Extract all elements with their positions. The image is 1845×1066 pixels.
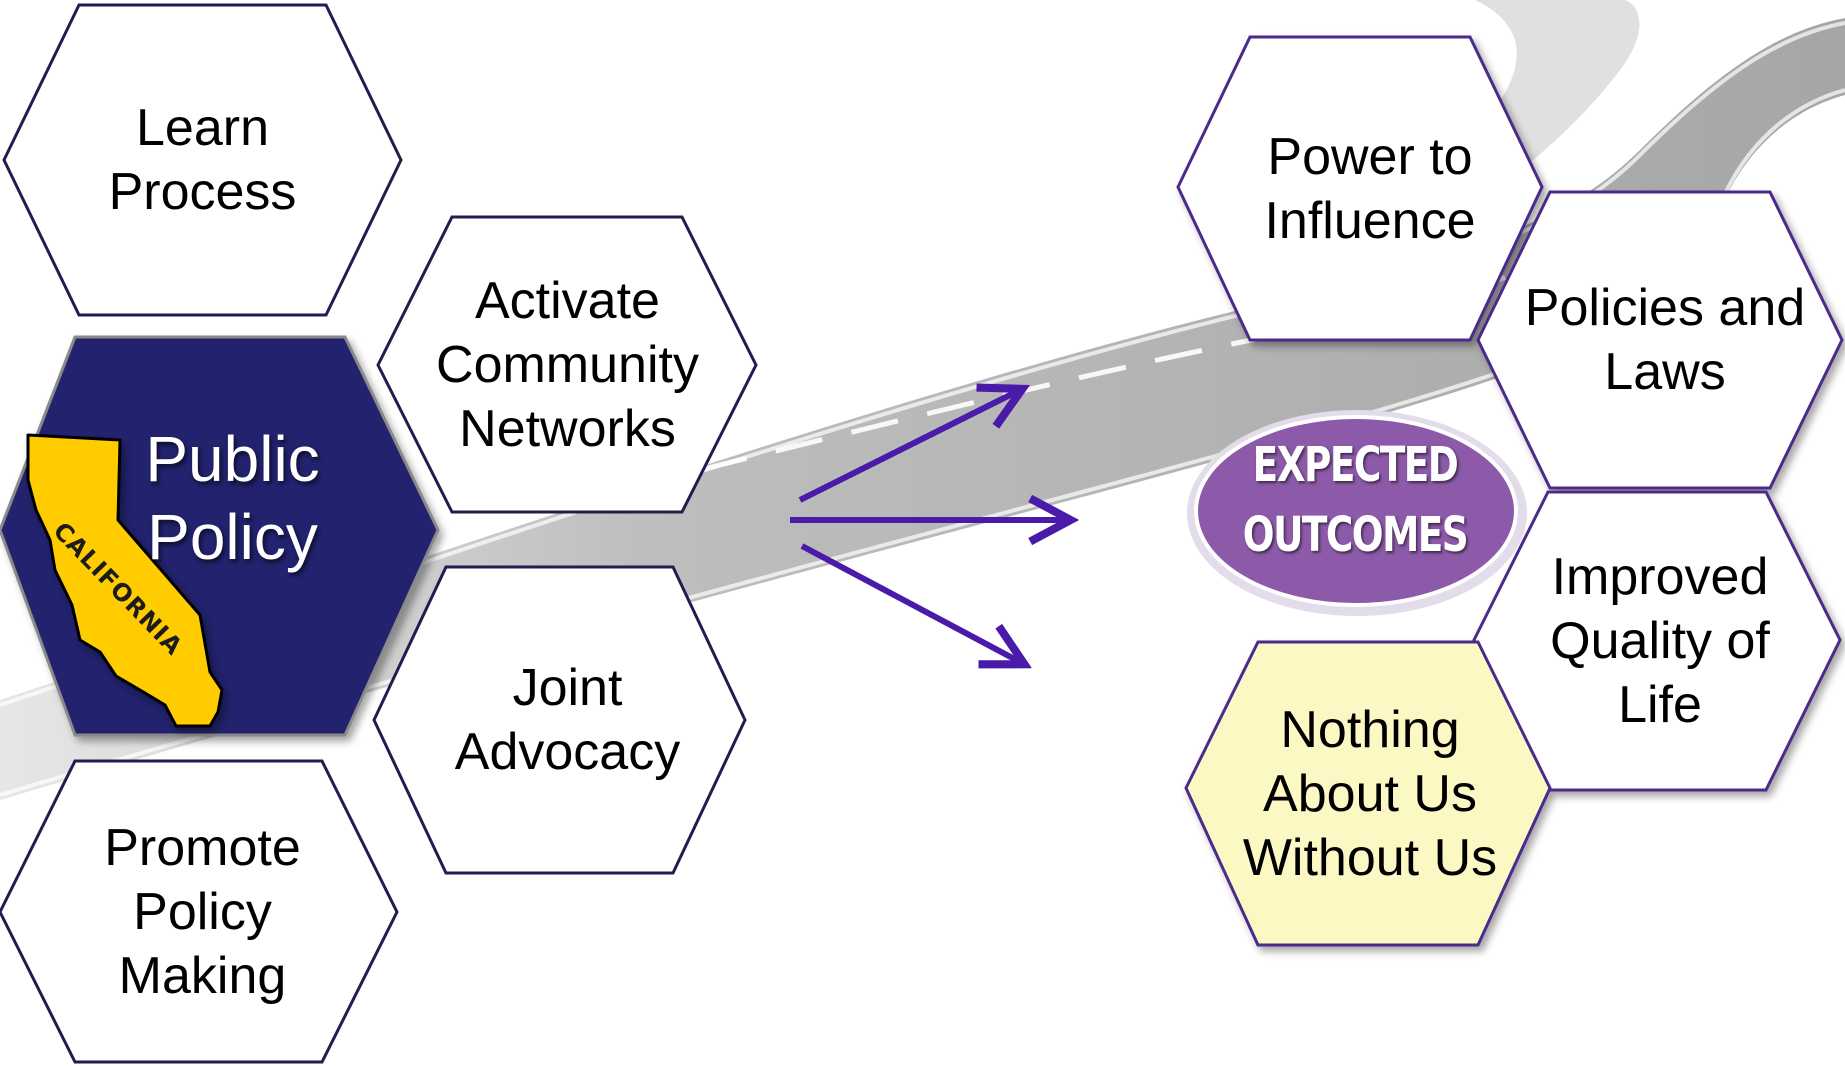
label-line: Activate — [475, 271, 660, 330]
label-activate-community-networks: Activate Community Networks — [400, 217, 735, 512]
label-learn-process: Learn Process — [79, 5, 326, 315]
hex-joint-advocacy — [372, 565, 747, 875]
hex-policies-and-laws — [1476, 190, 1844, 490]
expected-outcomes-badge — [1187, 410, 1527, 616]
label-line: Process — [108, 163, 297, 221]
badge-line: OUTCOMES — [1242, 507, 1469, 563]
label-nothing-about-us-without-us: Nothing About Us Without Us — [1205, 642, 1535, 945]
arrow-up-right — [798, 390, 1020, 503]
label-line: Learn — [136, 99, 269, 157]
hex-power-to-influence — [1176, 35, 1544, 342]
label-line: Policies and — [1524, 279, 1806, 337]
label-line: Advocacy — [454, 723, 681, 781]
label-line: Power to — [1267, 127, 1473, 186]
hex-learn-process — [2, 3, 403, 317]
label-line: Influence — [1264, 191, 1476, 250]
label-line: Quality of — [1550, 612, 1770, 670]
arrows — [790, 390, 1068, 663]
arrow-down-right — [800, 543, 1022, 663]
label-line: Promote — [104, 818, 301, 877]
hex-activate-community-networks — [376, 215, 758, 514]
label-line: Policy — [133, 882, 272, 941]
title-line: Public — [145, 423, 320, 495]
title-line: Policy — [147, 501, 318, 573]
label-line: Without Us — [1242, 828, 1498, 887]
label-policies-and-laws: Policies and Laws — [1500, 192, 1830, 488]
label-improved-quality-of-life: Improved Quality of Life — [1500, 492, 1820, 790]
label-power-to-influence: Power to Influence — [1210, 37, 1530, 340]
label-line: Laws — [1604, 343, 1726, 401]
label-line: Making — [118, 946, 287, 1005]
badge-line: EXPECTED — [1252, 437, 1459, 493]
label-line: Networks — [459, 399, 676, 458]
public-policy-title: Public Policy — [105, 420, 360, 576]
label-line: Community — [436, 335, 699, 394]
label-line: Life — [1618, 676, 1702, 734]
label-promote-policy-making: Promote Policy Making — [40, 761, 365, 1062]
hex-nothing-about-us-without-us — [1184, 640, 1552, 947]
label-line: Nothing — [1280, 700, 1460, 759]
expected-outcomes-label: EXPECTED OUTCOMES — [1230, 430, 1480, 570]
label-joint-advocacy: Joint Advocacy — [410, 567, 725, 873]
hex-promote-policy-making — [0, 759, 399, 1064]
label-line: Improved — [1551, 548, 1769, 606]
label-line: Joint — [512, 659, 623, 717]
label-line: About Us — [1263, 764, 1477, 823]
